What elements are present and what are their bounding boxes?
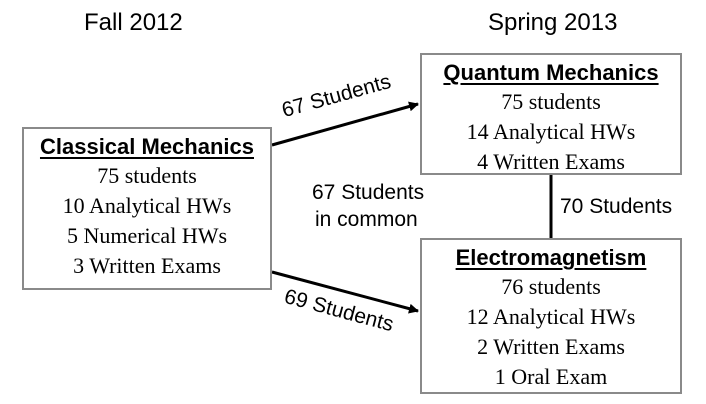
label-common-line2: in common <box>315 208 418 231</box>
box-classical-mechanics: Classical Mechanics 75 students 10 Analyt… <box>22 127 272 290</box>
box-quantum-mechanics: Quantum Mechanics 75 students 14 Analytic… <box>420 53 682 175</box>
box-title-electromagnetism: Electromagnetism <box>455 245 647 270</box>
box-lines-classical: 75 students 10 Analytical HWs 5 Numerical … <box>24 161 270 281</box>
label-quantum-em: 70 Students <box>560 195 673 218</box>
box-line: 4 Written Exams <box>477 149 625 174</box>
box-line: 2 Written Exams <box>477 334 625 359</box>
box-line: 3 Written Exams <box>73 253 221 278</box>
heading-fall-2012: Fall 2012 <box>84 9 183 36</box>
label-common-line1: 67 Students <box>312 181 425 204</box>
box-title-quantum: Quantum Mechanics <box>443 60 659 85</box>
box-line: 1 Oral Exam <box>494 364 608 389</box>
box-line: 10 Analytical HWs <box>62 193 232 218</box>
box-line: 75 students <box>501 89 601 114</box>
heading-spring-2013: Spring 2013 <box>488 9 618 36</box>
box-electromagnetism: Electromagnetism 76 students 12 Analytica… <box>420 238 682 394</box>
box-line: 14 Analytical HWs <box>466 119 636 144</box>
box-line: 75 students <box>97 163 197 188</box>
box-title-classical: Classical Mechanics <box>39 134 254 159</box>
arrow-classical-to-em <box>271 270 419 314</box>
box-line: 5 Numerical HWs <box>66 223 228 248</box>
box-lines-electromagnetism: 76 students 12 Analytical HWs 2 Written Ex… <box>422 272 680 392</box>
box-lines-quantum: 75 students 14 Analytical HWs 4 Written Ex… <box>422 87 680 177</box>
arrow-classical-to-quantum <box>271 101 419 147</box>
box-line: 76 students <box>501 274 601 299</box>
box-line: 12 Analytical HWs <box>466 304 636 329</box>
